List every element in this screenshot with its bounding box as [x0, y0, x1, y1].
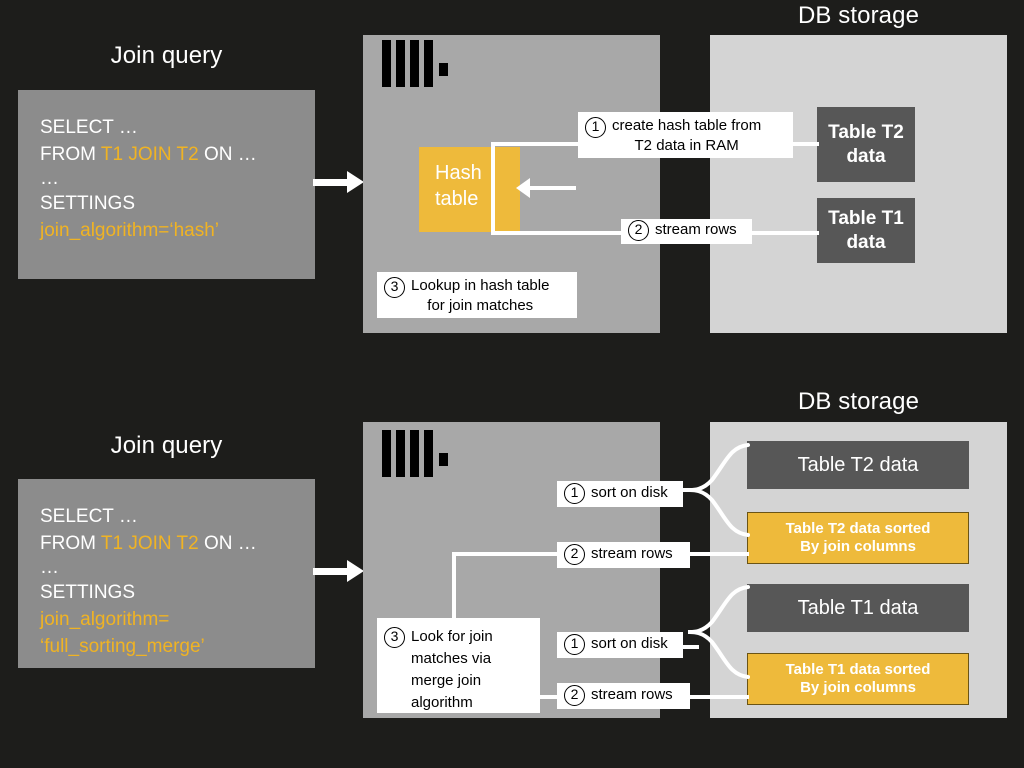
bottom-callout-merge-line-3: merge join — [411, 672, 482, 689]
bottom-storage-tile-t1-sorted-line-2: By join columns — [800, 679, 916, 696]
top-flow-arrow-shaft — [313, 179, 349, 186]
bottom-storage-tile-t1-sorted: Table T1 data sorted By join columns — [747, 653, 969, 705]
top-connector-to-hash-tile — [528, 186, 576, 190]
bottom-callout-sort-on-disk-t1: 1 sort on disk — [557, 632, 683, 658]
bottom-query-line-2-suffix: ON … — [198, 533, 257, 554]
bottom-callout-merge-number: 3 — [384, 627, 405, 648]
bottom-query-line-1: SELECT … — [40, 506, 138, 527]
top-connector-riser — [491, 142, 495, 235]
top-db-storage-heading: DB storage — [797, 2, 920, 29]
bottom-connector-riser — [452, 552, 456, 620]
bottom-query-line-3: … — [40, 557, 59, 578]
bottom-callout-sort-t1-label: sort on disk — [591, 634, 668, 652]
top-query-line-5: join_algorithm=‘hash’ — [40, 220, 220, 241]
top-query-line-4: SETTINGS — [40, 193, 136, 214]
bottom-connector-stream2-to-tile — [690, 695, 749, 699]
top-query-line-2-highlight: T1 JOIN T2 — [100, 144, 199, 165]
top-callout-1: 1 create hash table from T2 data in RAM — [578, 112, 793, 158]
top-query-box: SELECT … FROM T1 JOIN T2 ON … … SETTINGS… — [18, 90, 315, 279]
top-storage-tile-t2-line-2: data — [846, 145, 886, 167]
bottom-callout-merge-line-4: algorithm — [411, 694, 473, 711]
bottom-connector-stream1-to-riser — [452, 552, 557, 556]
bottom-callout-sort-t2-label: sort on disk — [591, 483, 668, 501]
top-flow-arrow-head — [347, 171, 364, 193]
top-storage-tile-t1-line-1: Table T1 — [828, 208, 904, 230]
bottom-callout-sort-on-disk-t2: 1 sort on disk — [557, 481, 683, 507]
top-callout-1-line-2: T2 data in RAM — [634, 137, 739, 154]
bottom-callout-stream-t2-number: 2 — [564, 543, 585, 565]
bottom-storage-tile-t1-data: Table T1 data — [747, 584, 969, 632]
top-connector-callout2-to-t1 — [752, 231, 819, 235]
top-callout-3-number: 3 — [384, 277, 405, 298]
bottom-callout-stream-rows-t2: 2 stream rows — [557, 542, 690, 568]
bottom-storage-tile-t2-sorted-line-2: By join columns — [800, 538, 916, 555]
bottom-query-line-2-highlight: T1 JOIN T2 — [100, 533, 199, 554]
top-callout-3-line-1: Lookup in hash table — [411, 277, 550, 294]
bottom-storage-tile-t2-sorted: Table T2 data sorted By join columns — [747, 512, 969, 564]
bottom-callout-sort-t1-number: 1 — [564, 633, 585, 655]
bottom-query-line-2: FROM T1 JOIN T2 ON … — [40, 530, 315, 557]
top-hash-table-line-2: table — [435, 188, 479, 210]
top-hash-tile-arrow-head — [516, 178, 530, 198]
bottom-callout-sort-t2-number: 1 — [564, 482, 585, 504]
bottom-flow-arrow-shaft — [313, 568, 349, 575]
top-callout-2-line-1: stream rows — [655, 221, 737, 238]
bottom-callout-merge-line-1: Look for join — [411, 628, 493, 645]
bottom-callout-merge-join: 3 Look for join matches via merge join a… — [377, 618, 540, 713]
bottom-callout-stream-t1-number: 2 — [564, 684, 585, 706]
top-query-line-2-prefix: FROM — [40, 144, 101, 165]
bottom-query-line-2-prefix: FROM — [40, 533, 101, 554]
bottom-storage-tile-t2-data: Table T2 data — [747, 441, 969, 489]
top-storage-tile-t1-line-2: data — [846, 231, 886, 253]
top-callout-2-number: 2 — [628, 220, 649, 241]
clickhouse-logo-icon-bottom — [382, 430, 452, 490]
top-storage-tile-t1: Table T1 data — [817, 198, 915, 263]
bottom-flow-arrow-head — [347, 560, 364, 582]
top-query-line-1: SELECT … — [40, 117, 138, 138]
top-callout-1-line-1: create hash table from — [612, 117, 762, 134]
bottom-callout-stream-rows-t1: 2 stream rows — [557, 683, 690, 709]
bottom-storage-tile-t1-sorted-line-1: Table T1 data sorted — [785, 660, 931, 678]
bottom-brace-t1 — [687, 585, 750, 679]
top-storage-tile-t2: Table T2 data — [817, 107, 915, 182]
bottom-connector-stream1-to-tile — [690, 552, 749, 556]
clickhouse-logo-icon — [382, 40, 452, 100]
bottom-db-storage-heading: DB storage — [797, 388, 920, 415]
bottom-query-line-5: join_algorithm= — [40, 609, 170, 630]
bottom-connector-stream2-to-merge — [535, 695, 561, 699]
top-join-query-heading: Join query — [110, 42, 223, 69]
top-storage-panel — [710, 35, 1007, 333]
bottom-callout-merge-line-2: matches via — [411, 650, 492, 667]
bottom-callout-stream-t2-label: stream rows — [591, 544, 673, 562]
top-connector-callout1-to-riser — [491, 142, 581, 146]
top-hash-table-line-1: Hash — [435, 162, 482, 184]
top-callout-1-number: 1 — [585, 117, 606, 138]
top-query-line-2-suffix: ON … — [198, 144, 257, 165]
top-hash-table-tile: Hash table — [419, 147, 520, 232]
bottom-storage-tile-t2-sorted-line-1: Table T2 data sorted — [785, 519, 931, 537]
bottom-query-box: SELECT … FROM T1 JOIN T2 ON … … SETTINGS… — [18, 479, 315, 668]
top-query-line-2: FROM T1 JOIN T2 ON … — [40, 141, 315, 168]
bottom-query-line-4: SETTINGS — [40, 582, 136, 603]
top-storage-tile-t2-line-1: Table T2 — [828, 122, 904, 144]
bottom-callout-stream-t1-label: stream rows — [591, 685, 673, 703]
top-callout-3-line-2: for join matches — [427, 297, 534, 314]
bottom-connector-sort1-to-brace — [683, 488, 699, 492]
top-callout-2: 2 stream rows — [621, 219, 752, 244]
top-connector-stream-branch — [491, 231, 625, 235]
bottom-connector-sort2-to-brace — [683, 645, 699, 649]
top-connector-t2-to-callout1 — [793, 142, 819, 146]
bottom-join-query-heading: Join query — [110, 432, 223, 459]
top-query-line-3: … — [40, 168, 59, 189]
top-callout-3: 3 Lookup in hash table for join matches — [377, 272, 577, 318]
bottom-query-line-6: ‘full_sorting_merge’ — [40, 636, 205, 657]
